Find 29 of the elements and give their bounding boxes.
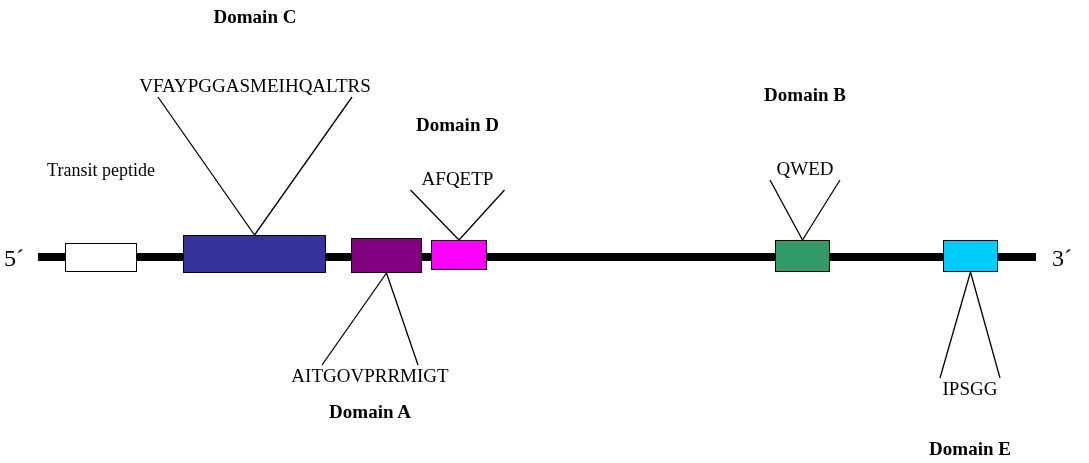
- leader-line: [458, 189, 506, 241]
- domain-title: Domain B: [764, 84, 846, 106]
- domain-title: Domain A: [329, 401, 411, 423]
- leader-line: [801, 179, 841, 241]
- domain-block: [351, 238, 422, 273]
- domain-block: [183, 235, 326, 273]
- domain-title: Domain E: [929, 438, 1011, 460]
- sequence-text: QWED: [776, 158, 834, 180]
- domain-block: [775, 240, 830, 272]
- leader-line: [409, 189, 460, 241]
- domain-title: Domain D: [416, 114, 499, 136]
- leader-line: [321, 272, 388, 366]
- region-label: Transit peptide: [46, 159, 156, 181]
- domain-title: Domain C: [213, 6, 297, 28]
- sequence-text: AFQETP: [421, 168, 494, 190]
- leader-line: [939, 271, 972, 379]
- sequence-text: IPSGG: [942, 378, 998, 400]
- domain-block: [431, 240, 487, 270]
- domain-block: [65, 243, 137, 272]
- leader-line: [253, 96, 353, 236]
- terminus-label: 3´: [1052, 244, 1072, 272]
- domain-block: [943, 240, 998, 272]
- leader-line: [157, 96, 256, 236]
- sequence-text: VFAYPGGASMEIHQALTRS: [139, 75, 371, 97]
- leader-line: [969, 271, 1001, 379]
- leader-line: [769, 179, 804, 241]
- terminus-label: 5´: [4, 244, 24, 272]
- leader-line: [385, 272, 419, 366]
- sequence-text: AITGOVPRRMIGT: [291, 365, 449, 387]
